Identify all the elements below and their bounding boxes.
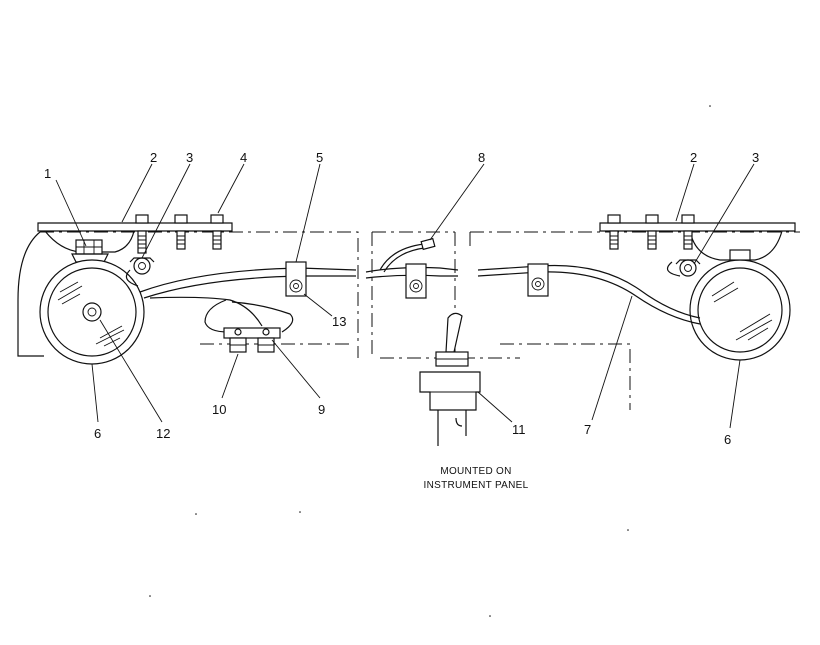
callout-3-left: 3 xyxy=(186,150,193,165)
right-horn-terminal xyxy=(675,259,701,277)
switch-location-caption: MOUNTED ON INSTRUMENT PANEL xyxy=(424,466,529,491)
callout-10: 10 xyxy=(212,402,226,417)
callout-12: 12 xyxy=(156,426,170,441)
bolt-left-a xyxy=(135,214,149,254)
callout-13: 13 xyxy=(332,314,346,329)
terminal-connector-block xyxy=(223,327,281,353)
bolt-left-c xyxy=(210,214,224,250)
callout-2-right: 2 xyxy=(690,150,697,165)
leader-lines xyxy=(55,163,755,429)
bolt-left-b xyxy=(174,214,188,250)
callout-6-left: 6 xyxy=(94,426,101,441)
right-horn xyxy=(689,249,791,361)
callout-8: 8 xyxy=(478,150,485,165)
right-mounting-bracket xyxy=(599,222,796,261)
callout-6-right: 6 xyxy=(724,432,731,447)
callout-1: 1 xyxy=(44,166,51,181)
harness-connector-plug xyxy=(420,237,436,251)
caption-line-2: INSTRUMENT PANEL xyxy=(424,480,529,491)
left-horn-terminal xyxy=(129,257,155,275)
harness-clip-middle xyxy=(405,263,427,299)
left-horn-mount-nut xyxy=(71,239,109,263)
callout-labels: 1 2 3 4 5 8 2 3 13 10 9 6 12 11 7 6 xyxy=(44,150,759,447)
scan-specks xyxy=(149,105,711,617)
left-horn xyxy=(39,259,145,365)
callout-7: 7 xyxy=(584,422,591,437)
bolt-right-b xyxy=(645,214,659,250)
callout-9: 9 xyxy=(318,402,325,417)
harness-clip-left xyxy=(285,261,307,297)
left-mounting-bracket xyxy=(37,222,233,253)
horn-toggle-switch xyxy=(419,312,481,446)
right-bracket-bolts xyxy=(607,214,695,250)
bolt-right-c xyxy=(681,214,695,250)
caption-line-1: MOUNTED ON xyxy=(440,466,511,477)
callout-5: 5 xyxy=(316,150,323,165)
harness-clip-right xyxy=(527,263,549,297)
left-bracket-bolts xyxy=(135,214,224,254)
callout-4: 4 xyxy=(240,150,247,165)
callout-11: 11 xyxy=(512,422,526,437)
callout-2-left: 2 xyxy=(150,150,157,165)
callout-3-right: 3 xyxy=(752,150,759,165)
bolt-right-a xyxy=(607,214,621,250)
